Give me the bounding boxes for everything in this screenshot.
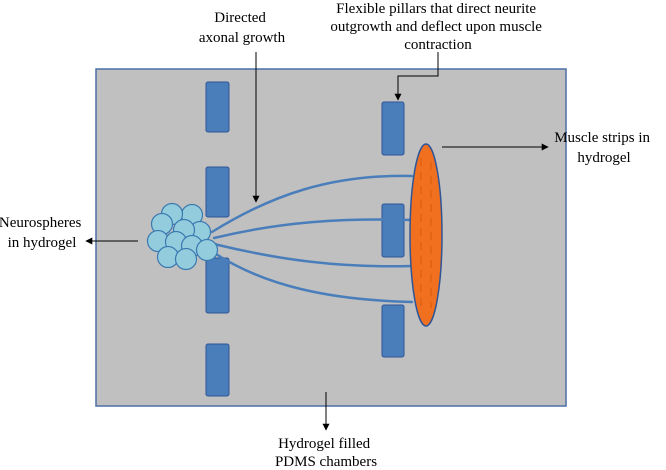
pillar: [205, 343, 230, 397]
axonal-growth-label: Directed axonal growth: [199, 10, 286, 46]
right-pillar-column: [381, 101, 405, 358]
left-pillar-column: [205, 81, 230, 397]
axon: [212, 218, 414, 240]
neurosphere: [174, 247, 198, 271]
neurosphere-cluster: [146, 202, 219, 271]
pillar: [381, 203, 405, 258]
pillar: [381, 304, 405, 358]
axon: [208, 248, 414, 304]
pillar: [205, 257, 230, 314]
neurosphere: [195, 238, 219, 262]
muscle-body: [409, 143, 443, 327]
muscle-strip: [409, 143, 443, 327]
neurospheres-label: Neurospheres in hydrogel: [0, 215, 85, 251]
axon: [212, 242, 414, 268]
pillar-arrow: [394, 52, 439, 101]
pillar: [205, 81, 230, 133]
axons: [208, 174, 414, 304]
axon: [210, 174, 414, 234]
pillars-label: Flexible pillars that direct neurite out…: [330, 1, 545, 53]
chamber-label: Hydrogel filled PDMS chambers: [275, 436, 377, 470]
pillar: [381, 101, 405, 156]
pillar: [205, 166, 230, 218]
callout-arrows: [85, 52, 549, 431]
muscle-label: Muscle strips in hydrogel: [554, 130, 654, 166]
